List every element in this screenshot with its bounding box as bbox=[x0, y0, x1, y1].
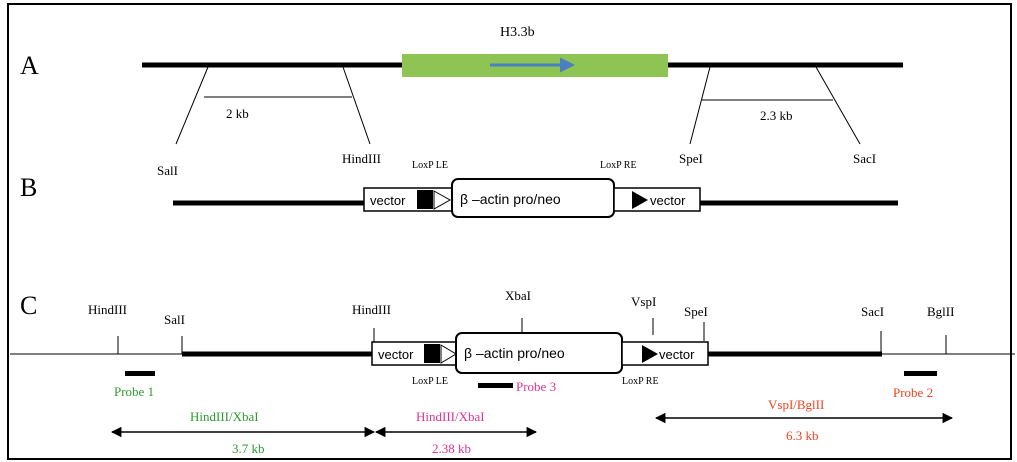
probe-1-label: Probe 1 bbox=[114, 384, 154, 399]
figure-frame bbox=[7, 3, 1012, 460]
site-sali: SalI bbox=[157, 163, 178, 178]
probe-3-label: Probe 3 bbox=[516, 379, 556, 394]
loxp-le-label-c: LoxP LE bbox=[412, 376, 448, 387]
fragment-1-size: 3.7 kb bbox=[232, 441, 265, 456]
site-spei-c: SpeI bbox=[684, 304, 708, 319]
probe-3-bar bbox=[478, 383, 513, 388]
cassette-label-c: β –actin pro/neo bbox=[464, 345, 565, 361]
loxp-le-label: LoxP LE bbox=[412, 160, 448, 171]
left-arm-size: 2 kb bbox=[226, 106, 249, 121]
vector-right-label-c: vector bbox=[659, 347, 695, 362]
homology-guide bbox=[175, 66, 209, 145]
loxp-le-site-c bbox=[424, 344, 440, 363]
site-spei: SpeI bbox=[679, 151, 703, 166]
loxp-re-label: LoxP RE bbox=[600, 160, 637, 171]
right-arm-size: 2.3 kb bbox=[760, 108, 793, 123]
vector-right-label: vector bbox=[650, 193, 686, 208]
loxp-le-triangle-c bbox=[440, 344, 457, 364]
panel-b-letter: B bbox=[20, 173, 37, 202]
fragment-2-size: 2.38 kb bbox=[432, 441, 471, 456]
site-saci: SacI bbox=[853, 151, 876, 166]
loxp-re-triangle-c bbox=[642, 345, 658, 363]
fragment-2-enzymes: HindIII/XbaI bbox=[416, 409, 485, 424]
vector-left-label-c: vector bbox=[378, 347, 414, 362]
site-hindiii-2: HindIII bbox=[352, 302, 391, 317]
loxp-le-site bbox=[417, 190, 433, 209]
site-bglii: BglII bbox=[927, 304, 954, 319]
site-hindiii-1: HindIII bbox=[88, 302, 127, 317]
probe-2-bar bbox=[904, 371, 937, 376]
homology-guide bbox=[689, 66, 711, 145]
homology-guide bbox=[342, 66, 371, 145]
site-xbai: XbaI bbox=[505, 288, 531, 303]
fragment-3-size: 6.3 kb bbox=[786, 428, 819, 443]
site-sali-c: SalI bbox=[164, 312, 185, 327]
probe-2-label: Probe 2 bbox=[893, 385, 933, 400]
panel-a-letter: A bbox=[20, 51, 39, 80]
cassette-label: β –actin pro/neo bbox=[460, 191, 561, 207]
site-hindiii: HindIII bbox=[342, 151, 381, 166]
site-vspi: VspI bbox=[631, 294, 656, 309]
vector-left-label: vector bbox=[370, 193, 406, 208]
loxp-re-triangle bbox=[632, 191, 648, 209]
gene-label: H3.3b bbox=[500, 25, 535, 40]
fragment-3-enzymes: VspI/BglII bbox=[768, 397, 824, 412]
probe-1-bar bbox=[125, 371, 155, 376]
loxp-re-label-c: LoxP RE bbox=[622, 376, 659, 387]
fragment-1-enzymes: HindIII/XbaI bbox=[190, 409, 259, 424]
site-saci-c: SacI bbox=[861, 304, 884, 319]
loxp-le-triangle bbox=[433, 190, 452, 210]
homology-guide bbox=[815, 66, 861, 145]
panel-c-letter: C bbox=[20, 291, 37, 320]
